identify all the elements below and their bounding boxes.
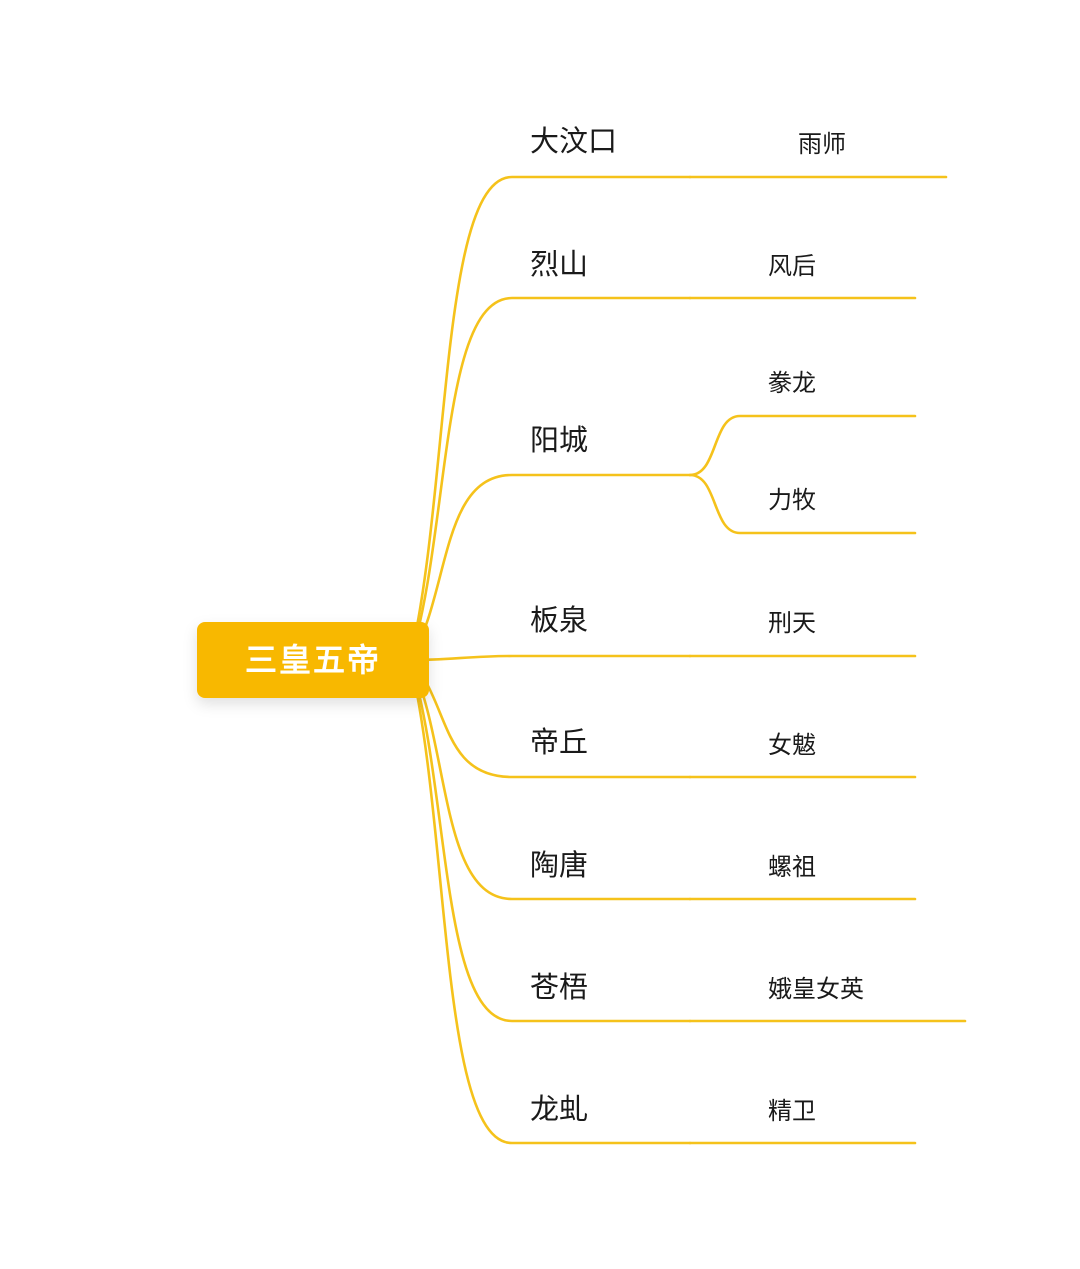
branch-connector (408, 175, 692, 662)
branch-label[interactable]: 龙虬 (530, 1092, 588, 1126)
leaf-label[interactable]: 刑天 (768, 609, 816, 637)
leaf-connector (688, 414, 917, 477)
branch-label[interactable]: 苍梧 (530, 970, 588, 1004)
root-node-box (197, 622, 429, 698)
branch-label[interactable]: 阳城 (530, 423, 588, 457)
leaf-label[interactable]: 风后 (768, 252, 816, 280)
leaf-label[interactable]: 女魃 (768, 731, 816, 759)
branch-label[interactable]: 帝丘 (530, 725, 588, 759)
branch-label[interactable]: 烈山 (530, 247, 588, 281)
branch-connector (408, 658, 692, 1023)
connector-lines (408, 175, 967, 1145)
leaf-label[interactable]: 雨师 (798, 130, 846, 158)
branch-connector (408, 296, 692, 662)
branch-label[interactable]: 陶唐 (530, 848, 588, 882)
leaf-label[interactable]: 豢龙 (768, 369, 816, 397)
branch-connector (408, 658, 692, 779)
leaf-label[interactable]: 力牧 (768, 486, 816, 514)
leaf-label[interactable]: 娥皇女英 (768, 975, 864, 1003)
root-node[interactable]: 三皇五帝 (197, 622, 429, 698)
branch-connector (408, 654, 692, 662)
branch-connector (408, 658, 692, 901)
leaf-label[interactable]: 精卫 (768, 1097, 816, 1125)
branch-label[interactable]: 板泉 (530, 603, 588, 637)
leaf-connector (688, 473, 917, 535)
branch-connector (408, 658, 692, 1145)
branch-label[interactable]: 大汶口 (530, 124, 617, 158)
root-node-label: 三皇五帝 (245, 641, 381, 679)
leaf-label[interactable]: 螺祖 (768, 853, 816, 881)
